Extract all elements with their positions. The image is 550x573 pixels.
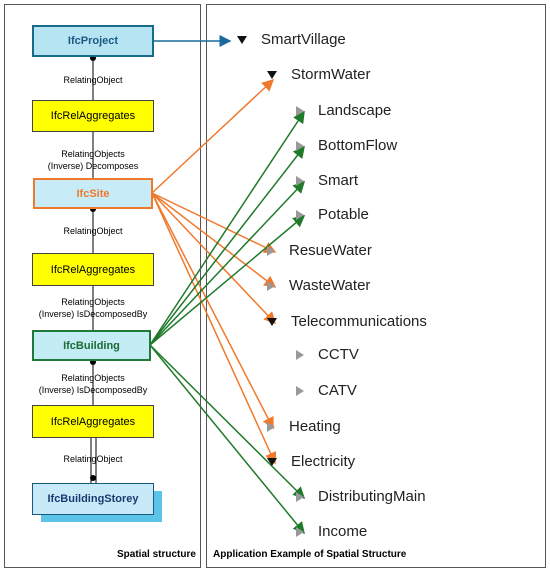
collapsed-triangle-icon[interactable] bbox=[296, 105, 304, 116]
relation-label-5: RelatingObjects (Inverse) IsDecomposedBy bbox=[38, 373, 148, 395]
ifc-building-storey-node: IfcBuildingStorey bbox=[32, 483, 154, 515]
ifc-rel-aggregates-node-1: IfcRelAggregates bbox=[32, 100, 154, 132]
tree-item[interactable]: SmartVillage bbox=[237, 31, 346, 48]
tree-item[interactable]: Potable bbox=[296, 206, 369, 223]
relation-label-4: RelatingObjects (Inverse) IsDecomposedBy bbox=[38, 297, 148, 319]
tree-item-label: Potable bbox=[318, 206, 369, 223]
tree-item[interactable]: Income bbox=[296, 523, 367, 540]
tree-item[interactable]: CATV bbox=[296, 382, 357, 399]
expanded-triangle-icon[interactable] bbox=[237, 35, 247, 44]
tree-item-label: CATV bbox=[318, 382, 357, 399]
tree-item[interactable]: Heating bbox=[267, 418, 341, 435]
tree-item[interactable]: Electricity bbox=[267, 453, 355, 470]
collapsed-triangle-icon[interactable] bbox=[267, 245, 275, 256]
tree-item[interactable]: Smart bbox=[296, 172, 358, 189]
relation-label-1: RelatingObject bbox=[63, 75, 123, 85]
collapsed-triangle-icon[interactable] bbox=[296, 491, 304, 502]
ifc-rel-aggregates-node-2: IfcRelAggregates bbox=[32, 253, 154, 286]
tree-item-label: ResueWater bbox=[289, 242, 372, 259]
tree-item-label: Smart bbox=[318, 172, 359, 189]
ifc-building-node: IfcBuilding bbox=[32, 330, 151, 361]
collapsed-triangle-icon[interactable] bbox=[296, 175, 304, 186]
tree-item-label: Electricity bbox=[291, 453, 356, 470]
tree-item[interactable]: ResueWater bbox=[267, 242, 372, 259]
relation-label-6: RelatingObject bbox=[63, 454, 123, 464]
site-links bbox=[151, 78, 277, 465]
collapsed-triangle-icon[interactable] bbox=[296, 140, 304, 151]
spatial-chain-lines bbox=[90, 57, 97, 483]
tree-item-label: WasteWater bbox=[289, 277, 371, 294]
tree-item[interactable]: DistributingMain bbox=[296, 488, 426, 505]
collapsed-triangle-icon[interactable] bbox=[296, 349, 304, 360]
tree-item-label: DistributingMain bbox=[318, 488, 426, 505]
tree-item[interactable]: Telecommunications bbox=[267, 313, 427, 330]
tree-item[interactable]: BottomFlow bbox=[296, 137, 397, 154]
expanded-triangle-icon[interactable] bbox=[267, 70, 277, 79]
ifc-rel-aggregates-node-3: IfcRelAggregates bbox=[32, 405, 154, 438]
tree-item-label: SmartVillage bbox=[261, 31, 346, 48]
tree-item-label: StormWater bbox=[291, 66, 371, 83]
ifc-project-node: IfcProject bbox=[32, 25, 154, 57]
tree-item-label: Telecommunications bbox=[291, 313, 427, 330]
tree-item-label: BottomFlow bbox=[318, 137, 398, 154]
tree-item-label: Landscape bbox=[318, 102, 392, 119]
application-example-caption: Application Example of Spatial Structure bbox=[213, 549, 407, 560]
building-links bbox=[149, 110, 306, 535]
collapsed-triangle-icon[interactable] bbox=[296, 385, 304, 396]
expanded-triangle-icon[interactable] bbox=[267, 457, 277, 466]
collapsed-triangle-icon[interactable] bbox=[267, 280, 275, 291]
expanded-triangle-icon[interactable] bbox=[267, 317, 277, 326]
tree-item-label: CCTV bbox=[318, 346, 359, 363]
tree-item[interactable]: CCTV bbox=[296, 346, 359, 363]
relation-label-3: RelatingObject bbox=[63, 226, 123, 236]
tree-item-label: Income bbox=[318, 523, 368, 540]
tree-item[interactable]: Landscape bbox=[296, 102, 391, 119]
tree-item[interactable]: StormWater bbox=[267, 66, 370, 83]
collapsed-triangle-icon[interactable] bbox=[267, 421, 275, 432]
tree-item-label: Heating bbox=[289, 418, 341, 435]
spatial-structure-caption: Spatial structure bbox=[117, 549, 196, 560]
collapsed-triangle-icon[interactable] bbox=[296, 209, 304, 220]
ifc-site-node: IfcSite bbox=[33, 178, 153, 209]
collapsed-triangle-icon[interactable] bbox=[296, 526, 304, 537]
relation-label-2: RelatingObjects (Inverse) Decomposes bbox=[47, 149, 139, 171]
tree-item[interactable]: WasteWater bbox=[267, 277, 370, 294]
